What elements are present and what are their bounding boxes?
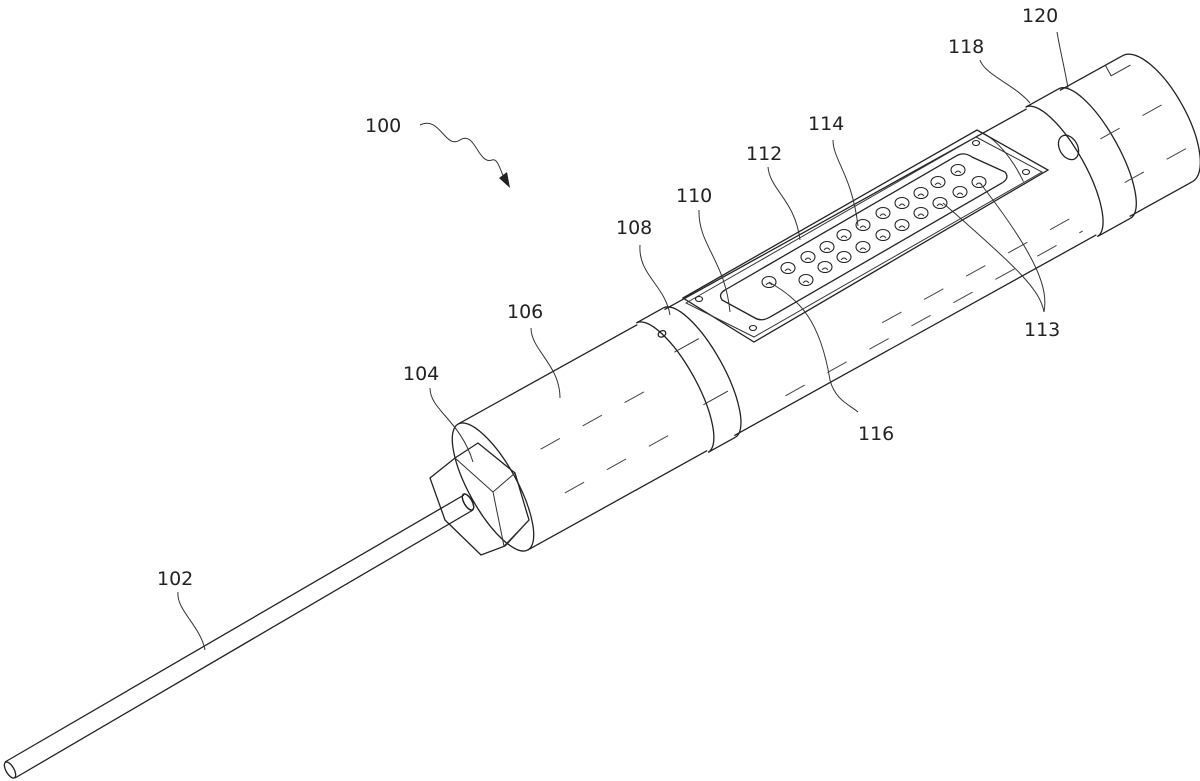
label-114: 114 xyxy=(808,113,844,135)
label-112: 112 xyxy=(746,143,782,165)
leader-120 xyxy=(1056,31,1069,89)
sensor-hole xyxy=(780,261,796,275)
sensor-hole xyxy=(855,218,871,232)
cable-102 xyxy=(3,493,475,779)
hole-inner-mark xyxy=(784,268,792,272)
hole-inner-mark xyxy=(821,267,829,271)
leader-118 xyxy=(979,59,1031,104)
sensor-hole xyxy=(875,228,891,242)
label-116: 116 xyxy=(858,423,894,445)
label-104: 104 xyxy=(403,363,439,385)
sensor-hole xyxy=(800,250,816,264)
leader-106 xyxy=(530,327,561,399)
sensor-hole xyxy=(971,175,987,189)
hole-inner-mark xyxy=(934,182,942,186)
leader-113b xyxy=(979,182,1046,313)
sensor-hole xyxy=(875,206,891,220)
label-100: 100 xyxy=(365,115,401,137)
sensor-hole xyxy=(836,228,852,242)
hole-inner-mark xyxy=(840,235,848,239)
ring-108 xyxy=(636,306,742,453)
hole-inner-mark xyxy=(898,225,906,229)
hole-inner-mark xyxy=(954,170,962,174)
leader-116 xyxy=(768,281,859,413)
leader-100 xyxy=(419,122,506,181)
leader-lines xyxy=(177,31,1069,651)
hole-inner-mark xyxy=(879,235,887,239)
sensor-hole xyxy=(930,175,946,189)
screw-icon xyxy=(1021,168,1031,176)
end-cap-120 xyxy=(1059,53,1200,217)
screw-icon xyxy=(694,295,704,303)
hole-inner-mark xyxy=(956,192,964,196)
sensor-hole xyxy=(819,240,835,254)
sensor-hole xyxy=(798,273,814,287)
label-102: 102 xyxy=(157,568,193,590)
label-120: 120 xyxy=(1022,5,1058,27)
sensor-hole xyxy=(952,185,968,199)
ring-118 xyxy=(1025,87,1137,238)
sensor-hole xyxy=(894,196,910,210)
label-110: 110 xyxy=(676,185,712,207)
sensor-hole xyxy=(913,186,929,200)
leader-114 xyxy=(832,139,859,227)
hole-inner-mark xyxy=(859,247,867,251)
hole-inner-mark xyxy=(917,213,925,217)
screw-icon xyxy=(748,324,758,332)
sensor-hole xyxy=(817,260,833,274)
label-113: 113 xyxy=(1024,319,1060,341)
label-106: 106 xyxy=(507,301,543,323)
window-112 xyxy=(719,153,1008,321)
sensor-hole xyxy=(950,163,966,177)
sensor-hole xyxy=(855,240,871,254)
hole-inner-mark xyxy=(898,203,906,207)
leader-108 xyxy=(639,244,671,316)
arrowhead-icon xyxy=(499,172,510,188)
hole-inner-mark xyxy=(765,282,773,286)
sensor-hole xyxy=(894,218,910,232)
hole-inner-mark xyxy=(859,225,867,229)
leader-104 xyxy=(429,387,474,463)
label-118: 118 xyxy=(948,36,984,58)
nut-104 xyxy=(429,442,530,556)
hole-inner-mark xyxy=(917,193,925,197)
hole-inner-mark xyxy=(823,247,831,251)
screw-icon xyxy=(971,139,981,147)
leader-113a xyxy=(942,202,1045,313)
plate-110 xyxy=(681,129,1050,343)
sensor-hole xyxy=(932,196,948,210)
sensor-hole xyxy=(913,206,929,220)
hole-inner-mark xyxy=(804,257,812,261)
leader-102 xyxy=(177,591,206,651)
leader-110 xyxy=(698,209,731,313)
hole-inner-mark xyxy=(840,257,848,261)
reference-numerals: 100 102 104 106 108 110 112 113 114 116 … xyxy=(157,5,1060,590)
label-108: 108 xyxy=(616,217,652,239)
sensor-hole xyxy=(836,250,852,264)
hole-inner-mark xyxy=(936,203,944,207)
hole-inner-mark xyxy=(802,280,810,284)
leader-112 xyxy=(767,166,801,241)
hole-inner-mark xyxy=(879,213,887,217)
